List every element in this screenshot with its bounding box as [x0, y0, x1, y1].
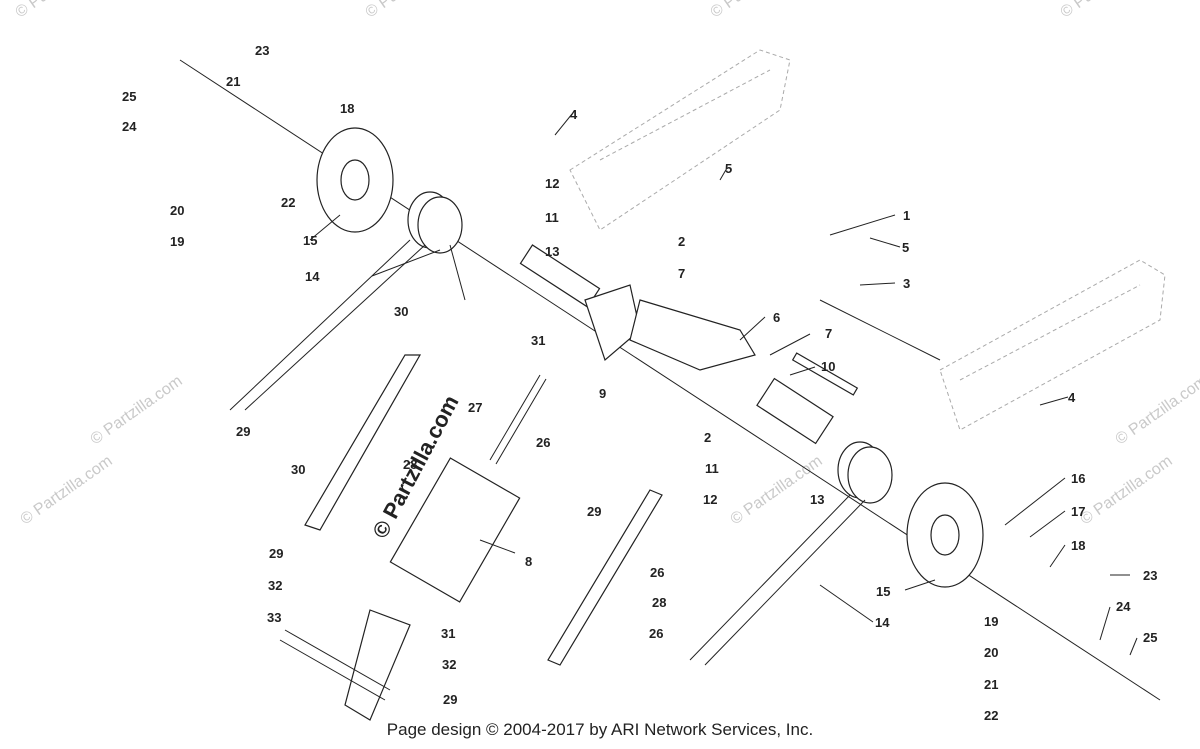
callout: 4 — [570, 107, 578, 122]
upper-link — [304, 354, 422, 531]
lower-rail — [939, 259, 1166, 431]
callout: 5 — [725, 161, 732, 176]
callout: 18 — [1071, 538, 1085, 553]
leader-lines — [309, 113, 1138, 656]
callout: 28 — [403, 457, 417, 472]
callout: 33 — [267, 610, 281, 625]
callout: 15 — [303, 233, 317, 248]
page-footer: Page design © 2004-2017 by ARI Network S… — [386, 720, 814, 739]
callout: 21 — [226, 74, 240, 89]
watermark: © Partzilla.com — [88, 373, 186, 449]
callout: 31 — [441, 626, 455, 641]
watermark: © Partzilla.com — [1058, 0, 1156, 21]
callout: 15 — [876, 584, 890, 599]
callout: 24 — [122, 119, 137, 134]
callout: 2 — [704, 430, 711, 445]
callout: 29 — [269, 546, 283, 561]
callout: 13 — [810, 492, 824, 507]
callout: 2 — [678, 234, 685, 249]
rear-arm — [279, 609, 411, 721]
callout: 22 — [281, 195, 295, 210]
callout: 3 — [903, 276, 910, 291]
callout: 24 — [1116, 599, 1131, 614]
callout: 18 — [340, 101, 354, 116]
watermark: © Partzilla.com — [363, 0, 461, 21]
callout: 30 — [291, 462, 305, 477]
callout: 21 — [984, 677, 998, 692]
callout: 25 — [1143, 630, 1157, 645]
watermark: © Partzilla.com — [1113, 373, 1200, 449]
watermark: © Partzilla.com — [13, 0, 111, 21]
callout-labels: 1 2 2 3 4 4 5 5 6 7 7 8 9 10 11 11 12 12… — [122, 43, 1157, 723]
lower-idler-wheel — [906, 482, 984, 588]
callout: 23 — [255, 43, 269, 58]
callout: 29 — [587, 504, 601, 519]
callout: 7 — [678, 266, 685, 281]
upper-rail — [569, 49, 791, 231]
callout: 19 — [170, 234, 184, 249]
callout: 27 — [468, 400, 482, 415]
watermark: © Partzilla.com — [1078, 453, 1176, 529]
callout: 5 — [902, 240, 909, 255]
callout: 26 — [649, 626, 663, 641]
lower-torsion-spring — [689, 441, 893, 666]
middle-link — [547, 489, 663, 666]
callout: 29 — [236, 424, 250, 439]
callout: 32 — [442, 657, 456, 672]
callout: 12 — [545, 176, 559, 191]
callout: 23 — [1143, 568, 1157, 583]
callout: 8 — [525, 554, 532, 569]
callout: 4 — [1068, 390, 1076, 405]
callout: 14 — [875, 615, 890, 630]
callout: 10 — [821, 359, 835, 374]
callout: 17 — [1071, 504, 1085, 519]
callout: 6 — [773, 310, 780, 325]
watermark: © Partzilla.com — [18, 453, 116, 529]
callout: 7 — [825, 326, 832, 341]
watermarks: © Partzilla.com © Partzilla.com © Partzi… — [13, 0, 1200, 542]
watermark: © Partzilla.com — [728, 453, 826, 529]
upper-idler-wheel — [316, 127, 394, 233]
callout: 1 — [903, 208, 910, 223]
axle-assembly — [179, 59, 1161, 701]
callout: 9 — [599, 386, 606, 401]
callout: 14 — [305, 269, 320, 284]
callout: 25 — [122, 89, 136, 104]
callout: 11 — [545, 210, 559, 225]
callout: 31 — [531, 333, 545, 348]
callout: 12 — [703, 492, 717, 507]
watermark: © Partzilla.com — [708, 0, 806, 21]
callout: 22 — [984, 708, 998, 723]
callout: 16 — [1071, 471, 1085, 486]
callout: 28 — [652, 595, 666, 610]
callout: 26 — [536, 435, 550, 450]
callout: 20 — [984, 645, 998, 660]
callout: 32 — [268, 578, 282, 593]
upper-torsion-spring — [229, 191, 466, 411]
callout: 13 — [545, 244, 559, 259]
callout: 11 — [705, 461, 719, 476]
shock-absorber — [389, 374, 547, 603]
callout: 19 — [984, 614, 998, 629]
callout: 29 — [443, 692, 457, 707]
callout: 20 — [170, 203, 184, 218]
callout: 26 — [650, 565, 664, 580]
callout: 30 — [394, 304, 408, 319]
